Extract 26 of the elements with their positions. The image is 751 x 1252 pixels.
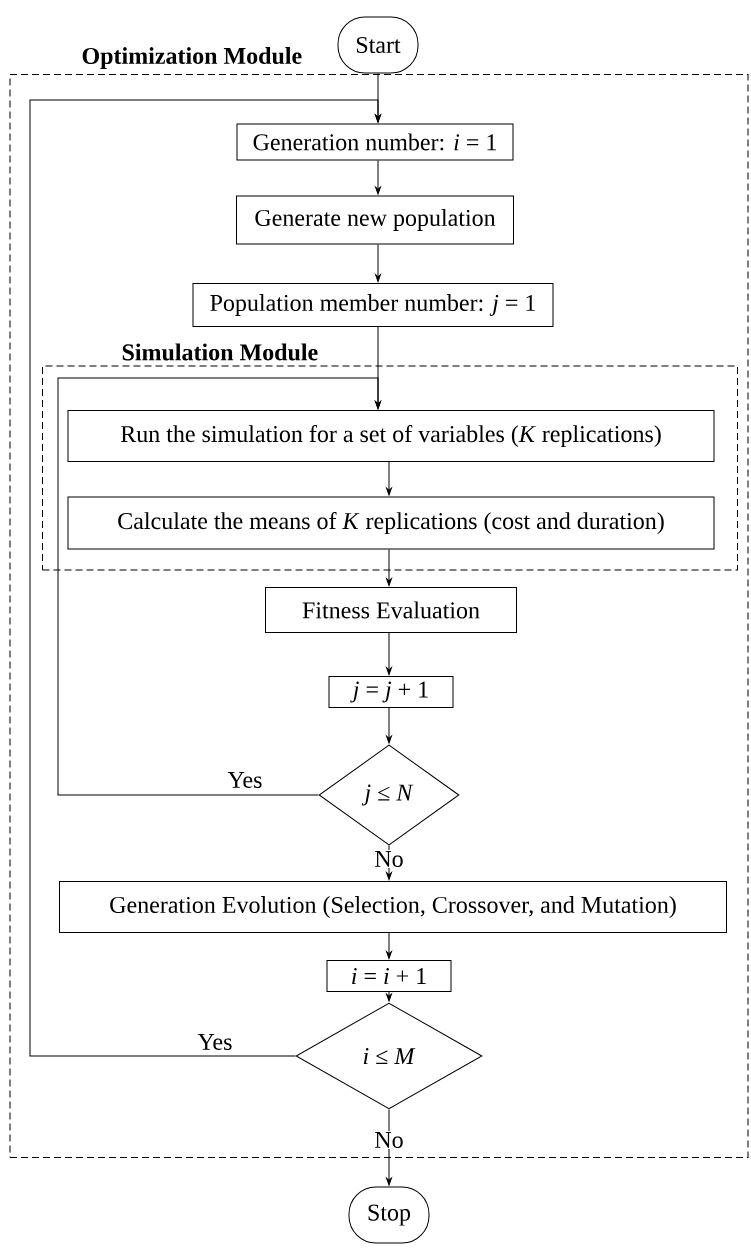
arrow [386, 1109, 392, 1186]
process-box: j = j + 1 [328, 676, 454, 708]
arrow [386, 461, 392, 496]
edge-label: No [373, 1131, 405, 1149]
edge-label: Yes [226, 771, 264, 789]
process-box: Population member number: j = 1 [192, 283, 554, 327]
process-box: i = i + 1 [326, 960, 452, 992]
arrow [386, 632, 392, 675]
process-box: Calculate the means of K replications (cost and duration) [67, 496, 715, 550]
process-box: Generation number: i = 1 [236, 123, 514, 161]
arrow [386, 549, 392, 586]
arrow [386, 932, 392, 959]
process-box: Generation Evolution (Selection, Crossover, and Mutation) [59, 881, 727, 933]
arrow [386, 991, 392, 1002]
process-box: Run the simulation for a set of variables (K replications) [67, 410, 715, 462]
module-title: Optimization Module [82, 47, 302, 69]
edge-label: Yes [196, 1033, 234, 1051]
arrow [386, 707, 392, 744]
module-title: Simulation Module [122, 343, 318, 361]
arrow [29, 99, 381, 1057]
process-box: Generate new population [236, 195, 514, 245]
arrow [375, 160, 381, 195]
arrow [375, 244, 381, 282]
arrow [57, 377, 381, 796]
edge-label: No [373, 850, 405, 868]
process-box: Fitness Evaluation [265, 587, 517, 633]
